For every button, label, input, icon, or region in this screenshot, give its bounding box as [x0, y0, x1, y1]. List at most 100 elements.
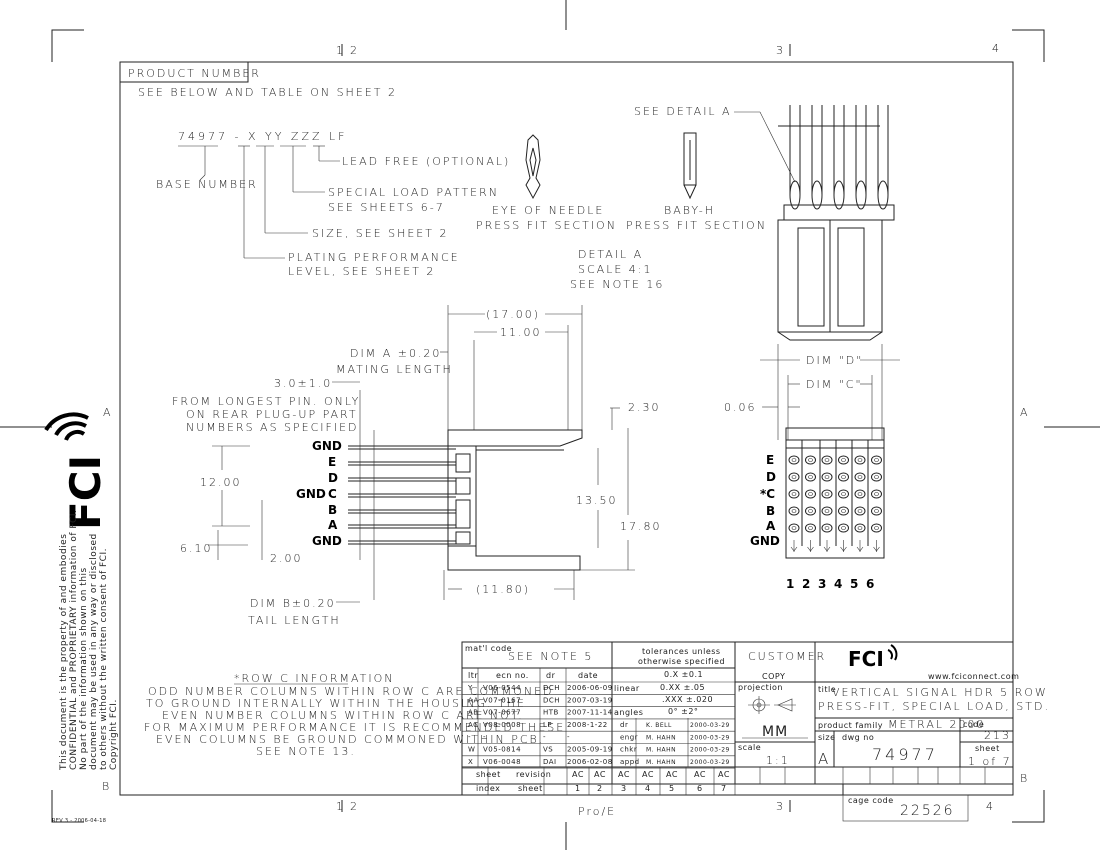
side-row-a: A: [328, 518, 338, 532]
pin-contact: [838, 506, 849, 516]
tol-3-value: .XXX ±.020: [662, 695, 713, 704]
side-row-c: C: [328, 487, 337, 501]
column-2: 2: [802, 577, 810, 591]
product-family-label: product family: [818, 721, 883, 730]
product-number-see-below: SEE BELOW AND TABLE ON SHEET 2: [138, 86, 397, 99]
confidential-line-5: to others without the written consent of…: [99, 548, 109, 770]
revision-cell: V07-0167: [483, 696, 521, 704]
pin-contact: [838, 455, 849, 465]
projection-symbol: [748, 696, 796, 714]
pin-contact: [821, 472, 833, 482]
detail-a-label-2: SCALE 4:1: [578, 263, 652, 276]
side-row-e: E: [328, 455, 336, 469]
column-1: 1: [786, 577, 794, 591]
column-6: 6: [866, 577, 874, 591]
revision-row-label: revision: [516, 770, 551, 779]
revision-cell: DCH: [543, 684, 560, 692]
eye-of-needle-label-1: EYE OF NEEDLE: [492, 204, 604, 217]
tol-angles-label: angles: [614, 708, 643, 717]
title-block: [461, 641, 1014, 796]
revision-cell: DAI: [543, 758, 557, 766]
revision-cell: 2006-02-08: [567, 758, 613, 766]
side-row-gnd-bottom: GND: [312, 534, 342, 548]
projection-label: projection: [738, 683, 783, 692]
longest-pin-label-3: NUMBERS AS SPECIFIED: [186, 421, 359, 434]
revision-cell: V07-0677: [483, 709, 521, 717]
pin-contact: [854, 523, 866, 533]
revision-cell: V05-0814: [483, 746, 521, 754]
sheet-block-value: 1 of 7: [968, 755, 1012, 768]
scale-label: scale: [738, 743, 761, 752]
pin-contact: [854, 489, 866, 499]
side-row-b: B: [328, 503, 337, 517]
code-label: code: [963, 720, 984, 729]
pin-contact: [821, 523, 833, 533]
title-label: title: [818, 685, 836, 694]
index-row-label: index: [476, 784, 500, 793]
pin-contact: [821, 455, 833, 465]
revision-cell: -: [483, 733, 486, 741]
dim-610-label: 6.10: [180, 542, 213, 555]
sheet-revision-value: AC: [694, 770, 706, 779]
confidential-line-6: Copyright FCI.: [109, 699, 119, 770]
ground-contact: [856, 540, 864, 552]
revision-cell: 2008-1-22: [567, 721, 608, 729]
zone-top-3: 3: [776, 44, 785, 57]
row-c-info-title: *ROW C INFORMATION: [234, 672, 394, 685]
units-label: MM: [762, 724, 788, 740]
connector-top-view: [777, 105, 895, 341]
revision-cell: Y: [467, 684, 473, 692]
row-c-info-line-3: EVEN NUMBER COLUMNS WITHIN ROW C ARE NOT…: [162, 709, 524, 722]
side-view-dim-lines: [208, 305, 635, 603]
side-row-gnd-top: GND: [312, 439, 342, 453]
confidential-line-3: No part of the information shown on this: [79, 567, 89, 770]
sheet-revision-value: AC: [666, 770, 678, 779]
base-number-text: BASE NUMBER: [156, 178, 258, 191]
pin-contact: [805, 455, 816, 465]
pin-contact: [805, 523, 816, 533]
dim-1350-label: 13.50: [576, 494, 618, 507]
tolerances-label-2: otherwise specified: [638, 657, 725, 666]
website-label: www.fciconnect.com: [928, 672, 1019, 681]
pin-contact: [788, 506, 800, 516]
row-c-info-line-6: SEE NOTE 13.: [256, 745, 356, 758]
ground-contact: [840, 540, 847, 552]
pin-contact: [871, 455, 882, 465]
front-row-c: *C: [760, 487, 775, 501]
revision-cell: -: [543, 733, 546, 741]
detail-a-label-3: SEE NOTE 16: [570, 278, 664, 291]
confidential-line-2: CONFIDENTIAL and PROPRIETARY information…: [69, 510, 79, 770]
pin-contact: [871, 489, 882, 499]
connector-side-view: [447, 429, 583, 571]
tol-angles-value: 0° ±2°: [668, 707, 698, 716]
revision-cell: AA: [468, 696, 479, 704]
special-load-label-1: SPECIAL LOAD PATTERN: [328, 186, 499, 199]
longest-pin-label-2: ON REAR PLUG-UP PART: [186, 408, 358, 421]
zone-bottom-3: 3: [776, 800, 785, 813]
part-number-leaders: [178, 145, 340, 259]
detail-a-label-1: DETAIL A: [578, 248, 643, 261]
fci-logo-titleblock: FCI: [848, 644, 898, 671]
product-family-value: METRAL 2000: [888, 718, 986, 731]
pin-contact: [871, 506, 882, 516]
sheet-revision-value: AC: [594, 770, 606, 779]
front-row-e: E: [766, 453, 774, 467]
confidential-line-4: document may be used in any way or discl…: [89, 533, 99, 770]
revision-cell: HTB: [543, 709, 559, 717]
rev-header-dr: dr: [546, 671, 556, 680]
approval-role: dr: [620, 721, 628, 729]
revision-cell: DCH: [543, 696, 560, 704]
dim-3-label: 3.0±1.0: [274, 377, 332, 390]
rev-header-ecn: ecn no.: [496, 671, 529, 680]
dim-12-label: 12.00: [200, 476, 242, 489]
approval-role: chkr: [620, 746, 637, 754]
dim-17-label: (17.00): [486, 308, 540, 321]
connector-front-view: [785, 427, 885, 559]
revision-cell: 2006-06-09: [567, 684, 613, 692]
approval-name: M. HAHN: [646, 747, 676, 754]
sheet-block-label: sheet: [975, 744, 1000, 753]
approval-role: engr: [620, 733, 638, 741]
